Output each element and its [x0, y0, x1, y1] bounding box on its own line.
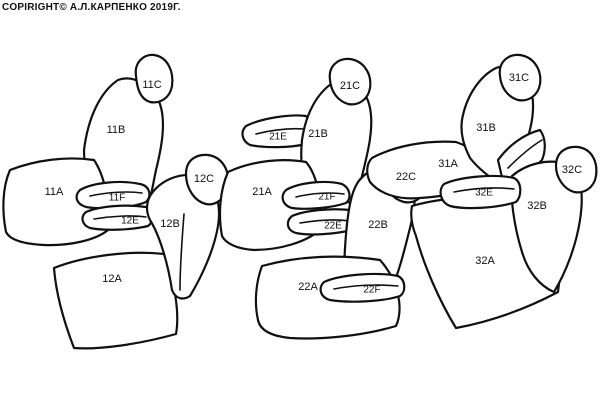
label-22B: 22B: [368, 219, 388, 231]
part-11C: [134, 53, 174, 104]
label-21A: 21A: [252, 186, 272, 198]
label-21E: 21E: [269, 132, 287, 143]
label-22C: 22C: [396, 171, 416, 183]
seat-group-3: [366, 53, 598, 330]
label-32E: 32E: [475, 188, 493, 199]
part-32E: [439, 174, 522, 210]
label-31C: 31C: [509, 72, 529, 84]
label-11C: 11C: [142, 79, 161, 91]
label-21C: 21C: [340, 80, 360, 92]
part-21C: [328, 57, 372, 106]
label-32C: 32C: [562, 164, 582, 176]
part-21F: [281, 180, 351, 210]
label-12A: 12A: [102, 273, 122, 285]
label-22E: 22E: [324, 221, 342, 232]
label-22F: 22F: [363, 285, 380, 296]
label-12E: 12E: [121, 216, 139, 227]
label-12B: 12B: [160, 218, 180, 230]
part-12A: [52, 251, 179, 350]
part-32C: [554, 145, 598, 194]
label-21B: 21B: [308, 128, 328, 140]
label-32A: 32A: [475, 255, 495, 267]
label-31B: 31B: [476, 122, 496, 134]
label-31A: 31A: [438, 158, 458, 170]
label-11A: 11A: [45, 186, 64, 198]
label-32B: 32B: [527, 200, 547, 212]
label-21F: 21F: [318, 192, 335, 203]
copyright-notice: COPIRIGHT© А.Л.КАРПЕНКО 2019Г.: [2, 2, 181, 13]
part-12E: [81, 204, 154, 231]
seat-group-1: [2, 53, 230, 350]
part-11A: [2, 157, 110, 247]
label-22A: 22A: [298, 281, 318, 293]
label-11B: 11B: [107, 124, 126, 136]
part-11F: [75, 180, 151, 210]
label-11F: 11F: [109, 193, 126, 204]
part-31C: [498, 53, 542, 102]
label-12C: 12C: [194, 173, 214, 185]
part-labels: 11C 11B 11A 11F 12E 12C 12B 12A 21E 21C …: [45, 72, 583, 296]
part-22F: [319, 272, 406, 303]
